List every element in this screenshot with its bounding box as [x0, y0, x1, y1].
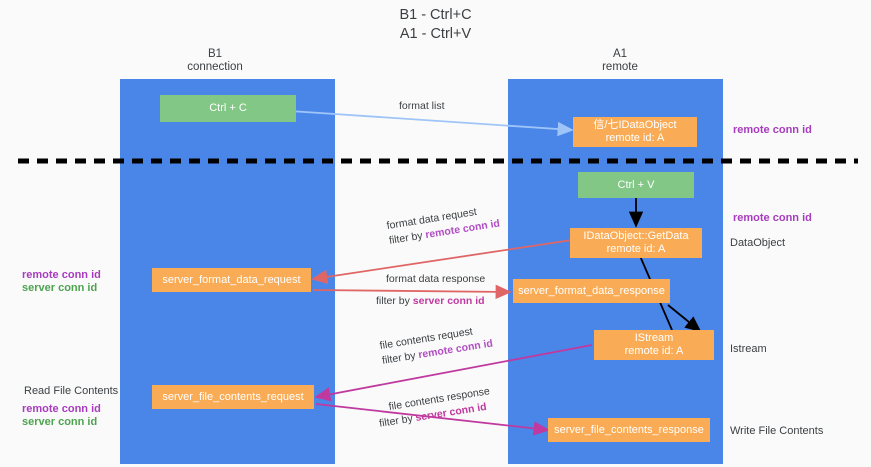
- filter-by-text-2: filter by: [376, 295, 413, 307]
- label-write-file-contents: Write File Contents: [730, 425, 824, 437]
- edge-format-list: [274, 109, 574, 137]
- edge-label-format-list: format list: [399, 100, 445, 112]
- label-dataobject: DataObject: [730, 237, 786, 249]
- column-heading-a1: A1 remote: [602, 48, 638, 73]
- edge-format-data-request: [311, 239, 573, 284]
- edge-label-format-data-response-line2: filter by server conn id: [376, 294, 485, 309]
- label-read-file-contents: Read File Contents: [24, 385, 119, 397]
- page-title: B1 - Ctrl+C A1 - Ctrl+V: [399, 7, 472, 42]
- node-ctrl-c[interactable]: Ctrl + C: [160, 95, 296, 122]
- edge-response-istream: [667, 304, 702, 333]
- node-idataobject[interactable]: 信/七IDataObject remote id: A: [573, 117, 697, 147]
- label-left-server-conn-id: server conn id: [22, 282, 98, 294]
- node-server-format-data-response[interactable]: server_format_data_response: [513, 279, 670, 303]
- label-left-remote-conn-id: remote conn id: [22, 269, 101, 281]
- label-remote-conn-id-mid: remote conn id: [733, 212, 812, 224]
- label-remote-conn-id-top: remote conn id: [733, 124, 812, 136]
- label-left-server-conn-id-2: server conn id: [22, 416, 98, 428]
- edge-label-format-data-response-line1: format data response: [386, 273, 486, 285]
- label-left-remote-conn-id-2: remote conn id: [22, 403, 101, 415]
- edge-format-data-response: [312, 284, 512, 300]
- column-heading-b1: B1 connection: [187, 48, 243, 73]
- accent-server-conn-id: server conn id: [412, 295, 485, 307]
- node-server-format-data-request[interactable]: server_format_data_request: [152, 268, 311, 292]
- node-getdata[interactable]: IDataObject::GetData remote id: A: [570, 228, 702, 258]
- edge-label-format-data-response: format data response filter by server co…: [376, 272, 495, 307]
- node-server-file-contents-response[interactable]: server_file_contents_response: [548, 418, 710, 442]
- edge-file-contents-response: [315, 403, 550, 436]
- edge-file-contents-request: [314, 344, 593, 402]
- node-ctrl-v[interactable]: Ctrl + V: [578, 172, 694, 198]
- label-istream: Istream: [730, 343, 767, 355]
- node-istream[interactable]: IStream remote id: A: [594, 330, 714, 360]
- node-server-file-contents-request[interactable]: server_file_contents_request: [152, 385, 314, 409]
